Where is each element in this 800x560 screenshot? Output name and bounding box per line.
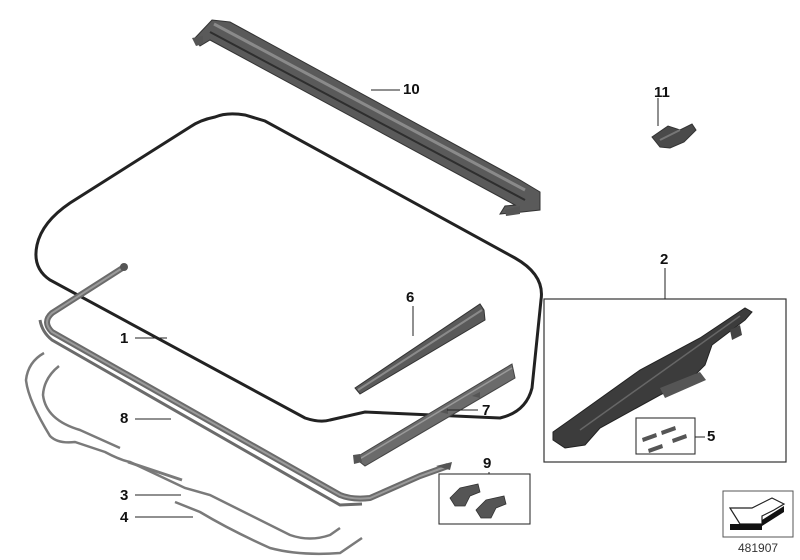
callout-4[interactable]: 4 [120, 509, 129, 526]
part-8-side-seal[interactable] [38, 263, 452, 507]
callout-6[interactable]: 6 [406, 289, 415, 306]
callout-11[interactable]: 11 [654, 84, 670, 101]
leader-lines [135, 89, 705, 518]
callout-3[interactable]: 3 [120, 487, 129, 504]
diagram-id-label: 481907 [738, 541, 779, 555]
callout-10[interactable]: 10 [403, 81, 420, 98]
part-3-trim-strip[interactable] [24, 351, 341, 540]
part-6-guide-seal[interactable] [354, 303, 486, 395]
callout-2[interactable]: 2 [660, 251, 669, 268]
part-10-rail[interactable] [192, 19, 541, 216]
part-7-guide-rail[interactable] [353, 363, 516, 467]
part-5-slider-pads[interactable] [642, 426, 687, 453]
callout-8[interactable]: 8 [120, 410, 129, 427]
arrow-down-left-icon[interactable] [722, 490, 794, 538]
callout-5[interactable]: 5 [707, 428, 716, 445]
part-9-clips[interactable] [438, 473, 531, 525]
part-2-assembly[interactable] [543, 298, 787, 463]
callout-7[interactable]: 7 [482, 402, 491, 419]
callout-1[interactable]: 1 [120, 330, 129, 347]
part-1-seal-frame[interactable] [34, 112, 543, 423]
part-11-bracket[interactable] [651, 123, 697, 149]
callout-9[interactable]: 9 [483, 455, 492, 472]
part-4-trim-strip[interactable] [41, 365, 363, 556]
